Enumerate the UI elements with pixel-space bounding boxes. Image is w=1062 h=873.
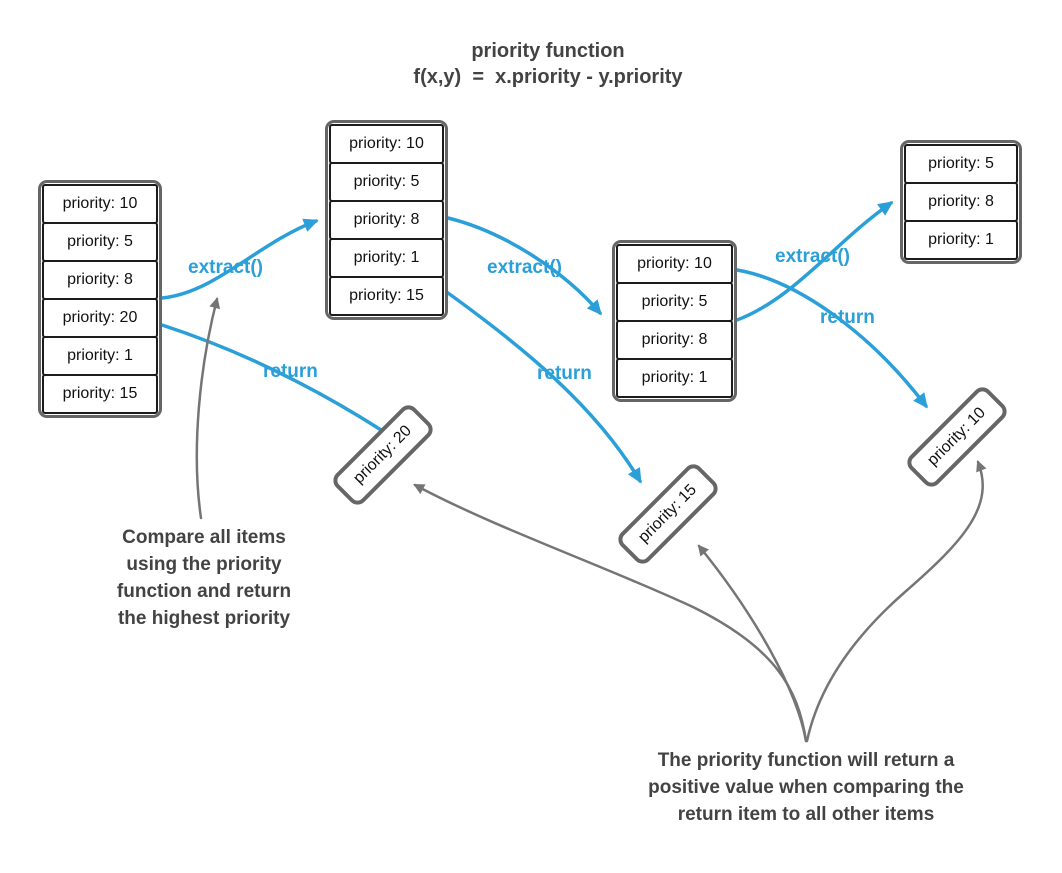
return-label-1: return [263,361,318,382]
queue-item: priority: 15 [329,276,444,316]
note-arrow-to-priority-15 [697,544,808,743]
queue-item: priority: 5 [42,222,158,262]
extract-arrow-2 [446,216,602,316]
queue-item: priority: 5 [904,144,1018,184]
queue-stack-4: priority: 5 priority: 8 priority: 1 [900,140,1022,264]
title: priority function f(x,y) = x.priority - … [298,38,798,90]
queue-item: priority: 5 [329,162,444,202]
extract-label-3: extract() [775,246,850,267]
extract-arrow-3 [735,201,894,322]
queue-item: priority: 20 [42,298,158,338]
queue-stack-3: priority: 10 priority: 5 priority: 8 pri… [612,240,737,402]
queue-item: priority: 8 [616,320,733,360]
queue-item: priority: 1 [616,358,733,398]
return-label-2: return [537,363,592,384]
note-arrow-to-priority-10 [805,460,987,743]
queue-item: priority: 8 [904,182,1018,222]
return-arrow-3 [735,268,928,409]
queue-item: priority: 10 [42,184,158,224]
queue-item: priority: 1 [904,220,1018,260]
note-line: positive value when comparing the [648,777,964,798]
extract-label-1: extract() [188,257,263,278]
return-arrow-2 [446,291,642,484]
note-line: using the priority [126,554,282,575]
note-line: The priority function will return a [657,750,955,771]
note-positive-value: The priority function will return a posi… [625,747,987,828]
note-compare-items: Compare all items using the priority fun… [84,524,324,632]
queue-stack-1: priority: 10 priority: 5 priority: 8 pri… [38,180,162,418]
extract-label-2: extract() [487,257,562,278]
extract-arrow-1 [160,218,319,300]
queue-item: priority: 5 [616,282,733,322]
note-line: function and return [116,581,292,602]
note-arrow-compare [195,297,221,520]
return-arrow-1 [160,323,395,439]
note-line: Compare all items [122,527,286,548]
queue-item: priority: 10 [329,124,444,164]
queue-item: priority: 8 [42,260,158,300]
title-line-1: priority function [471,40,625,62]
queue-item: priority: 1 [329,238,444,278]
queue-item: priority: 8 [329,200,444,240]
queue-item: priority: 1 [42,336,158,376]
queue-item: priority: 10 [616,244,733,284]
queue-stack-2: priority: 10 priority: 5 priority: 8 pri… [325,120,448,320]
queue-item: priority: 15 [42,374,158,414]
note-line: return item to all other items [677,804,935,825]
return-label-3: return [820,307,875,328]
note-line: the highest priority [117,608,291,629]
title-line-2: f(x,y) = x.priority - y.priority [413,66,683,88]
